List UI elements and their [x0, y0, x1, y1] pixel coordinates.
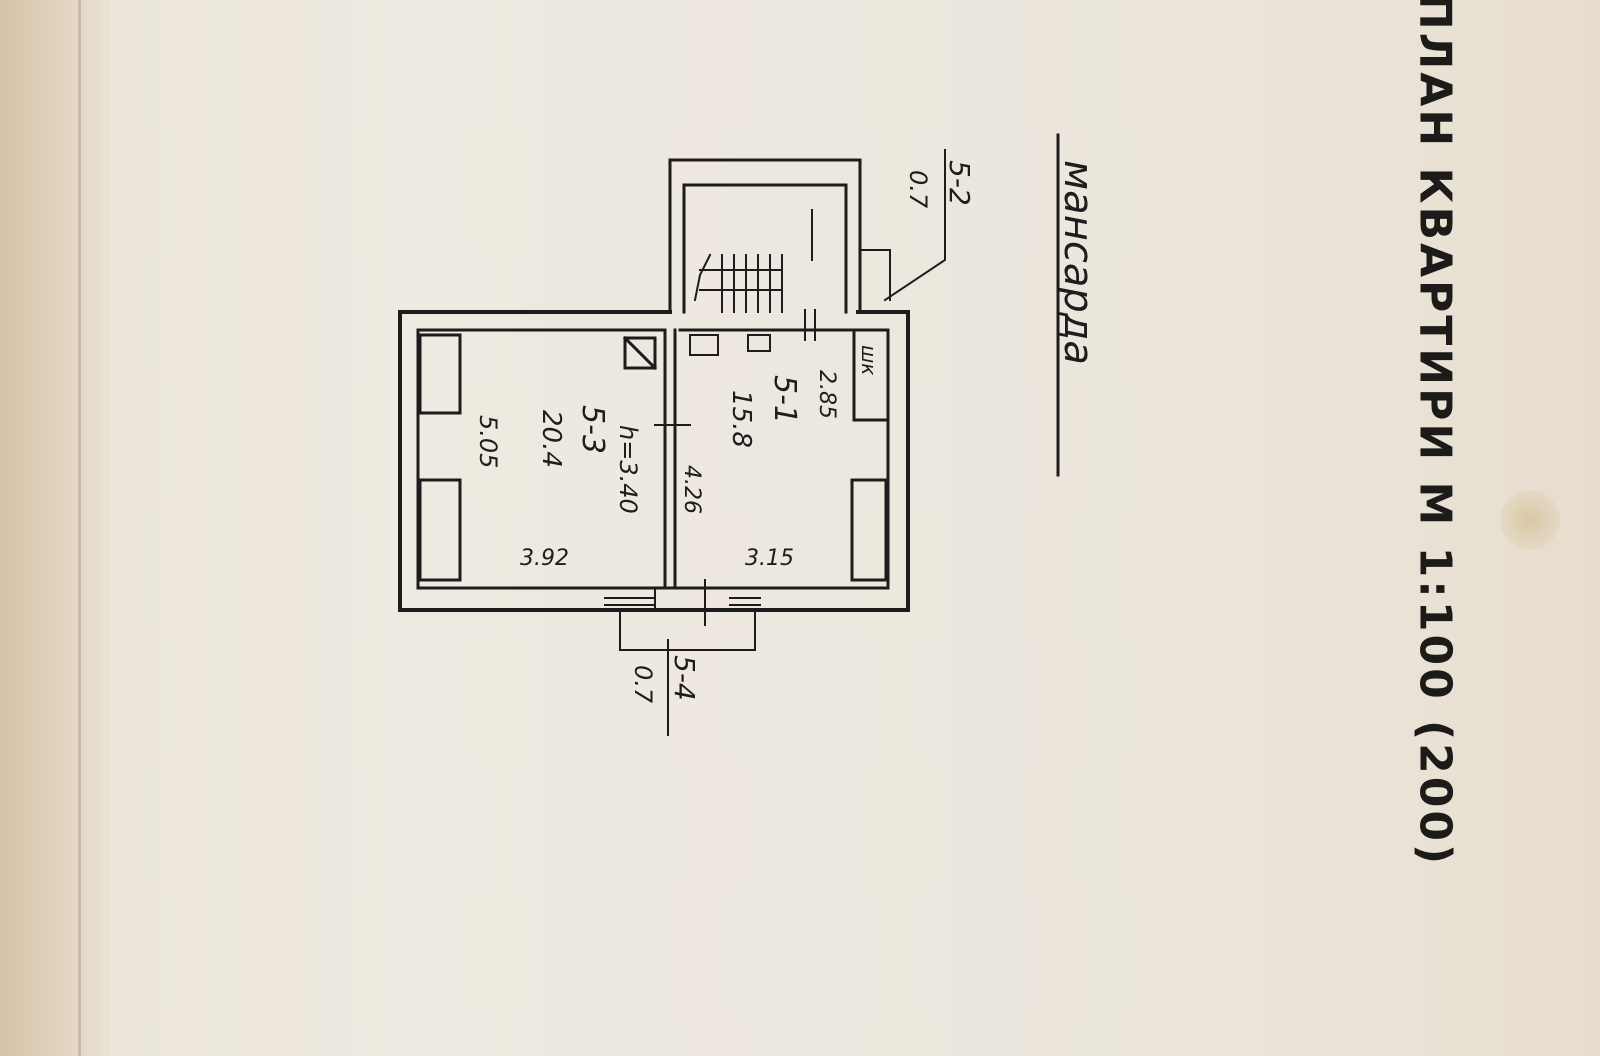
partition-wall [663, 328, 677, 590]
room-5-3-area: 20.4 [536, 410, 566, 468]
room-5-2-number: 5-2 [943, 160, 976, 206]
chimney-box [623, 336, 657, 370]
stair-steps [693, 253, 783, 313]
closet [852, 328, 890, 422]
floor-label: мансарда [1055, 160, 1101, 365]
window-bay-left-top [418, 333, 462, 415]
paper-edge [0, 0, 110, 1056]
dim-4-26: 4.26 [679, 465, 704, 514]
room-5-3-number: 5-3 [575, 405, 610, 454]
dim-5-05: 5.05 [474, 415, 502, 468]
window-bay-left-bottom [418, 478, 462, 582]
room-5-1-number: 5-1 [767, 375, 802, 424]
vent-box-1 [689, 334, 719, 356]
stair-enclosure [668, 158, 862, 314]
leader-5-2 [883, 149, 946, 302]
paper-stain [1500, 490, 1560, 550]
balcony-outline [619, 609, 756, 651]
vent-box-2 [747, 334, 771, 352]
outer-wall [398, 310, 910, 612]
balcony-right [859, 249, 891, 301]
room-5-1-area: 15.8 [726, 390, 756, 448]
room-5-4-area: 0.7 [629, 665, 657, 704]
closet-label: шк [857, 345, 881, 375]
chimney-diagonal [622, 335, 658, 371]
dim-height: h=3.40 [614, 425, 642, 514]
room-5-2-area: 0.7 [904, 170, 932, 209]
dim-ticks [654, 309, 816, 426]
window-bottom-left [604, 587, 656, 611]
dim-3-15: 3.15 [745, 546, 794, 571]
room-5-4-number: 5-4 [668, 655, 701, 701]
window-bottom-right [729, 587, 761, 606]
dim-3-92: 3.92 [520, 546, 569, 571]
paper-fold [78, 0, 81, 1056]
dim-2-85: 2.85 [814, 370, 839, 419]
window-bay-right [850, 478, 888, 582]
inner-wall-line [416, 328, 890, 590]
